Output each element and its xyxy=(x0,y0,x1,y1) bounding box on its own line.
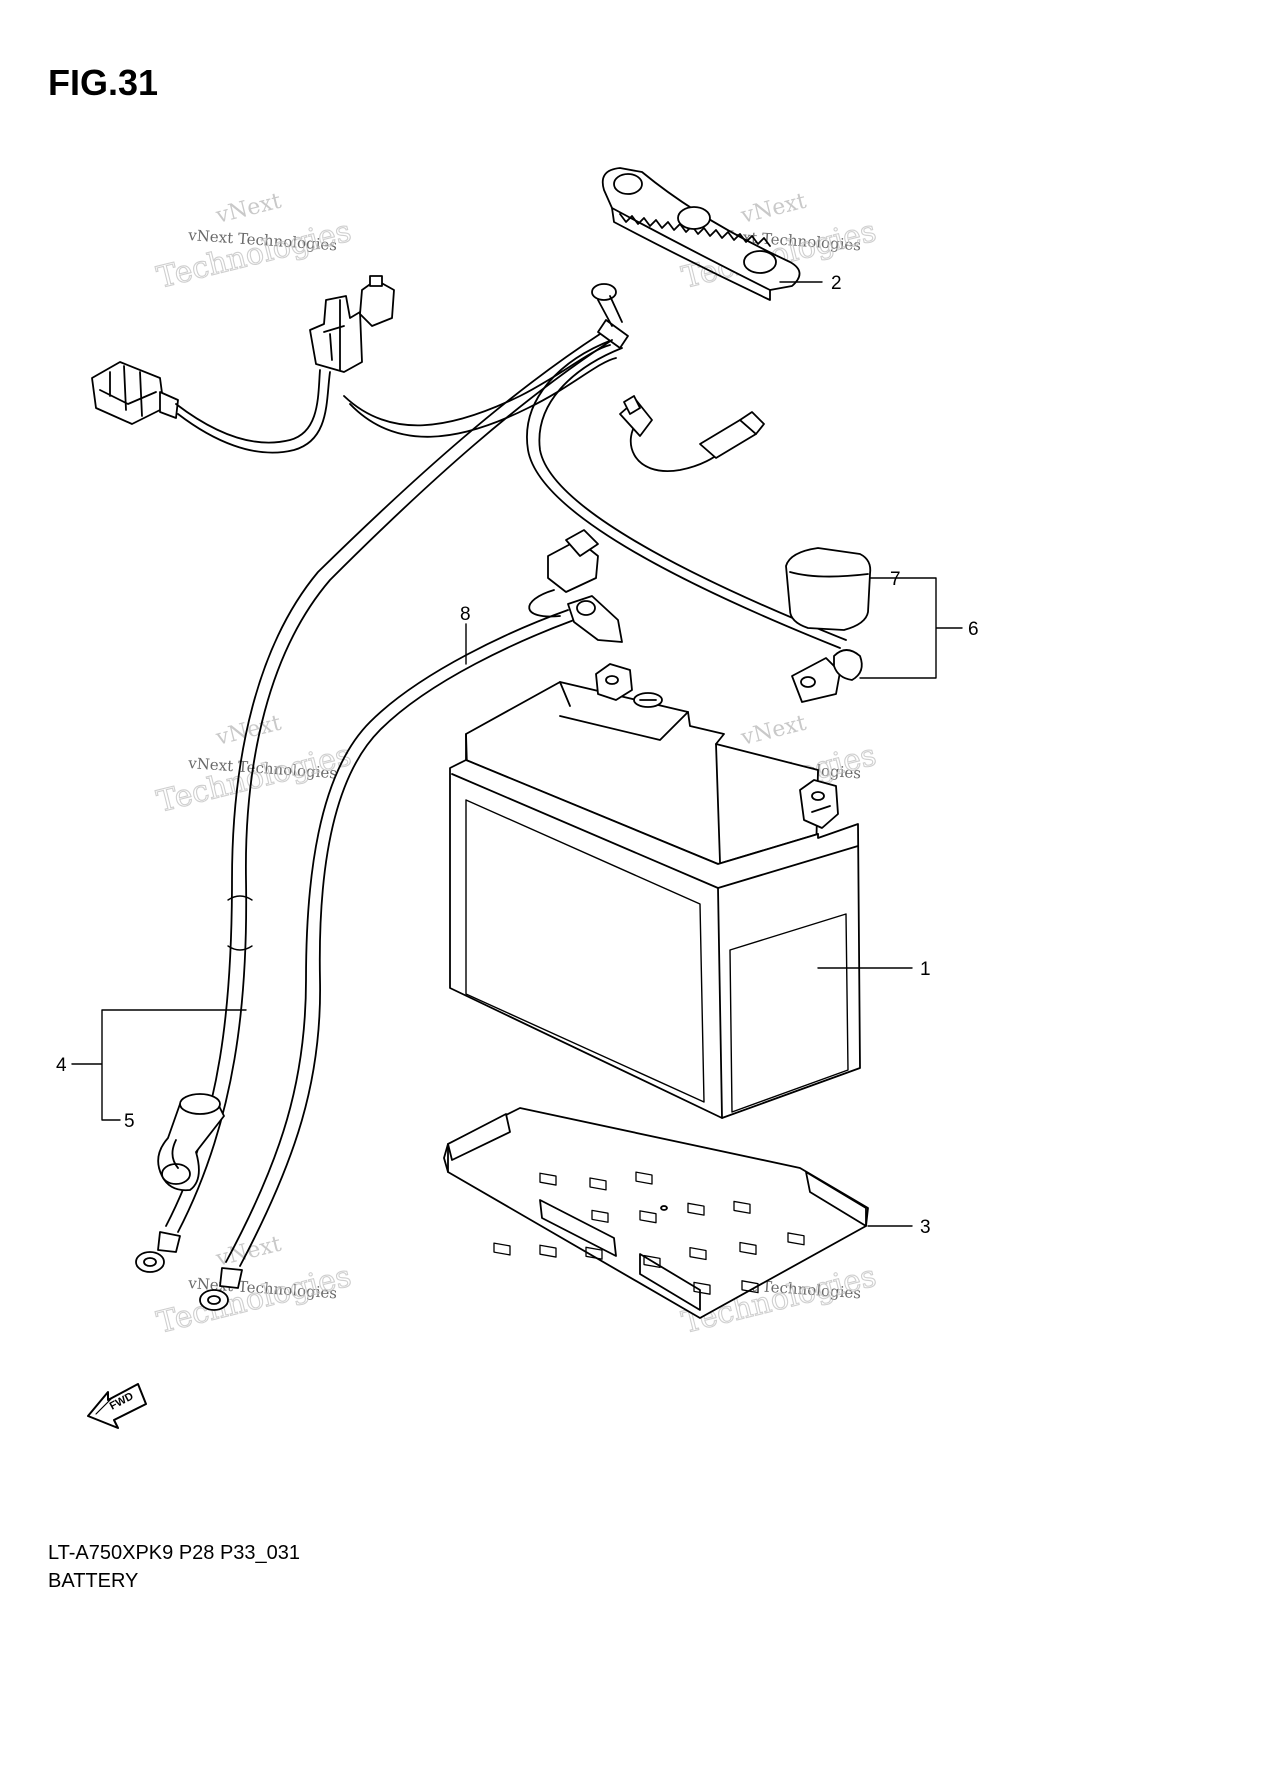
watermark-text: vNext xyxy=(213,189,284,229)
watermark-text: Technologies xyxy=(153,1259,354,1341)
callout-6: 6 xyxy=(968,619,979,640)
terminal-cover-drawing xyxy=(157,1093,225,1192)
callout-2: 2 xyxy=(831,273,842,294)
part-group-name: BATTERY xyxy=(48,1570,139,1592)
battery-drawing xyxy=(449,663,861,1119)
callout-4: 4 xyxy=(56,1055,67,1076)
lead-terminal-drawing xyxy=(791,649,863,703)
fwd-arrow: FWD xyxy=(87,1383,147,1429)
callout-leaders xyxy=(71,281,963,1227)
watermark-text: vNext xyxy=(738,189,809,229)
callout-7: 7 xyxy=(890,569,901,590)
battery-band-drawing xyxy=(601,167,801,301)
callout-5: 5 xyxy=(124,1111,135,1132)
model-code: LT-A750XPK9 P28 P33_031 xyxy=(48,1542,301,1564)
watermark-text: vNext xyxy=(738,711,809,751)
battery-tray-drawing xyxy=(443,1107,869,1319)
watermark-text: vNext xyxy=(213,711,284,751)
callout-3: 3 xyxy=(920,1217,931,1238)
cap-drawing xyxy=(785,547,872,631)
callout-8: 8 xyxy=(460,604,471,625)
callout-1: 1 xyxy=(920,959,931,980)
figure-title: FIG.31 xyxy=(48,62,159,103)
harness-drawing xyxy=(91,275,847,1311)
watermark-text: Technologies xyxy=(153,214,354,296)
